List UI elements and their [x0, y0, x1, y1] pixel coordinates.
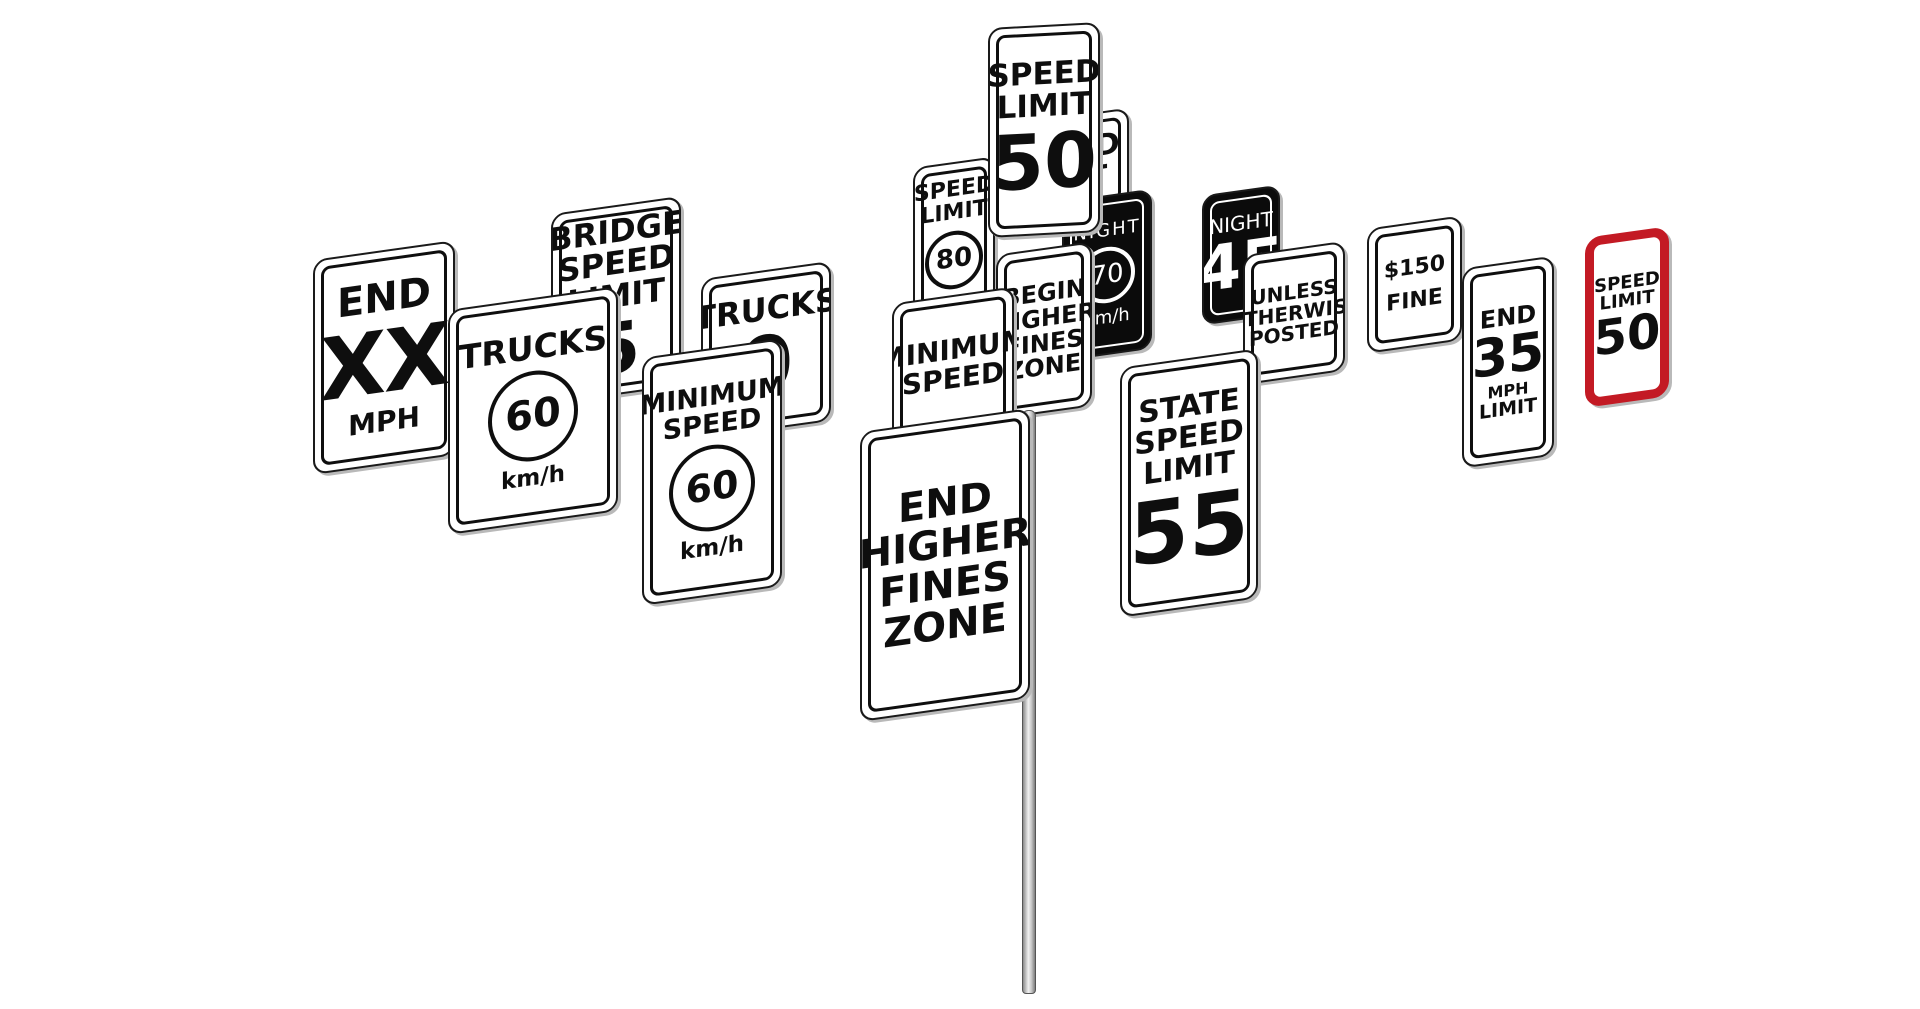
- state-speed-limit-55-sign: STATE SPEED LIMIT 55: [1120, 348, 1258, 618]
- unit-line: km/h: [500, 460, 566, 496]
- speed-value: 70: [1090, 257, 1124, 292]
- speed-value: 60: [505, 388, 561, 442]
- speed-circle: 60: [488, 364, 578, 467]
- trucks-line: TRUCKS: [458, 317, 608, 378]
- trucks-60-kmh-sign: TRUCKS 60 km/h: [448, 286, 618, 535]
- speed-circle: 80: [925, 226, 983, 293]
- mph-line: MPH: [348, 399, 420, 444]
- speed-value: 80: [935, 241, 973, 277]
- unless-otherwise-posted-sign: UNLESS OTHERWISE POSTED: [1243, 240, 1345, 386]
- speed-value: 50: [991, 114, 1097, 209]
- speed-value: 55: [1129, 470, 1249, 588]
- fine-line: FINE: [1386, 283, 1443, 317]
- speed-value: 35: [1471, 320, 1545, 391]
- minimum-speed-60-kmh-sign: MINIMUM SPEED 60 km/h: [642, 338, 782, 606]
- end-xx-mph-sign: END XX MPH: [313, 240, 455, 475]
- speed-value: 60: [685, 461, 739, 514]
- fine-amount: $150: [1383, 250, 1446, 285]
- speed-limit-50-top-sign: SPEED LIMIT 50: [988, 22, 1100, 238]
- end-35-mph-limit-sign: END 35 MPH LIMIT: [1462, 255, 1554, 469]
- speed-placeholder: XX: [319, 304, 449, 423]
- speed-limit-50-red-border-sign: SPEED LIMIT 50: [1585, 226, 1669, 408]
- speed-value: 50: [1593, 302, 1661, 368]
- end-higher-fines-zone-sign: END HIGHER FINES ZONE: [860, 408, 1030, 722]
- speed-circle: 60: [669, 438, 755, 537]
- fine-150-sign: $150 FINE: [1367, 215, 1462, 354]
- unit-line: km/h: [679, 530, 745, 566]
